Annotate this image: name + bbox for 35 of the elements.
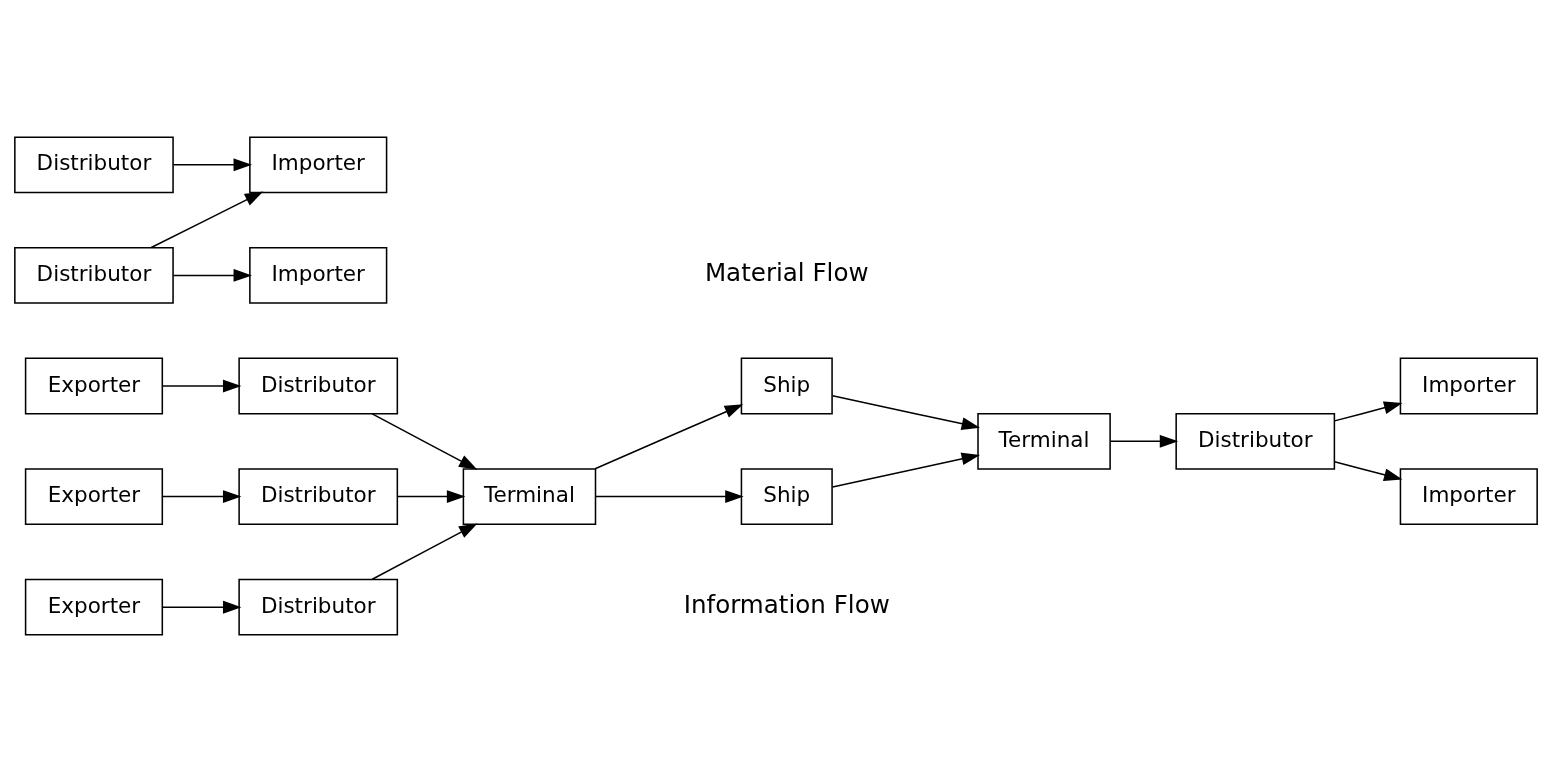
arrow [595, 489, 744, 503]
node-box: Ship [740, 357, 833, 414]
label: Information Flow [683, 589, 890, 619]
arrow [1109, 434, 1179, 448]
arrow [831, 394, 981, 430]
node-box: Exporter [24, 578, 164, 636]
node-box: Distributor [238, 357, 399, 414]
arrow [397, 489, 466, 503]
arrow [594, 403, 744, 469]
node-box: Ship [740, 467, 833, 525]
arrow [172, 268, 252, 282]
node-box: Exporter [24, 467, 164, 525]
arrow [1333, 400, 1403, 422]
arrow [172, 157, 252, 171]
node-box: Distributor [238, 467, 399, 525]
arrow [371, 412, 478, 470]
arrow [161, 600, 242, 614]
node-box: Importer [1399, 467, 1538, 525]
node-box: Distributor [1175, 412, 1336, 470]
node-box: Importer [1399, 357, 1538, 414]
node-box: Exporter [24, 357, 164, 414]
node-box: Distributor [14, 246, 174, 304]
node-box: Terminal [462, 467, 597, 525]
arrow [1333, 460, 1403, 481]
arrow [371, 522, 478, 580]
node-box: Importer [249, 246, 388, 304]
arrow [150, 190, 264, 248]
node-box: Terminal [977, 412, 1111, 470]
arrow [161, 379, 242, 392]
arrow [831, 452, 981, 488]
node-box: Distributor [14, 135, 174, 193]
label: Material Flow [704, 257, 869, 287]
node-box: Distributor [238, 578, 399, 636]
node-box: Importer [249, 135, 388, 193]
arrow [161, 489, 242, 503]
